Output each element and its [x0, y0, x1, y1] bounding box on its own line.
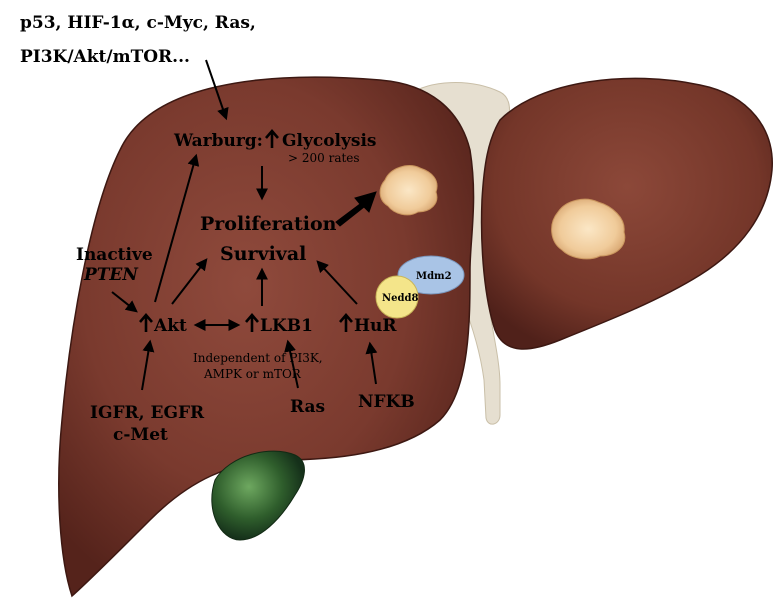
independent-line2: AMPK or mTOR: [203, 367, 302, 381]
glycolysis-label: Glycolysis: [282, 131, 376, 151]
proliferation-label: Proliferation: [200, 213, 337, 235]
warburg-label: Warburg:: [173, 131, 263, 151]
akt-label: Akt: [153, 316, 187, 336]
rates-label: > 200 rates: [288, 151, 360, 165]
hur-label: HuR: [354, 316, 397, 336]
liver-right-lobe: [482, 78, 773, 349]
independent-line1: Independent of PI3K,: [193, 351, 323, 365]
header-line2: PI3K/Akt/mTOR...: [20, 47, 190, 67]
ras-label: Ras: [290, 397, 325, 417]
lkb1-label: LKB1: [260, 316, 313, 336]
inactive-label: Inactive: [76, 245, 153, 265]
header-line1: p53, HIF-1α, c-Myc, Ras,: [20, 13, 256, 33]
igfr-line2: c-Met: [113, 425, 168, 445]
survival-label: Survival: [220, 243, 306, 265]
igfr-line1: IGFR, EGFR: [90, 403, 205, 423]
pten-label: PTEN: [83, 265, 139, 285]
nedd8-label: Nedd8: [382, 293, 418, 304]
mdm2-label: Mdm2: [416, 271, 452, 282]
nfkb-label: NFKB: [358, 392, 415, 412]
